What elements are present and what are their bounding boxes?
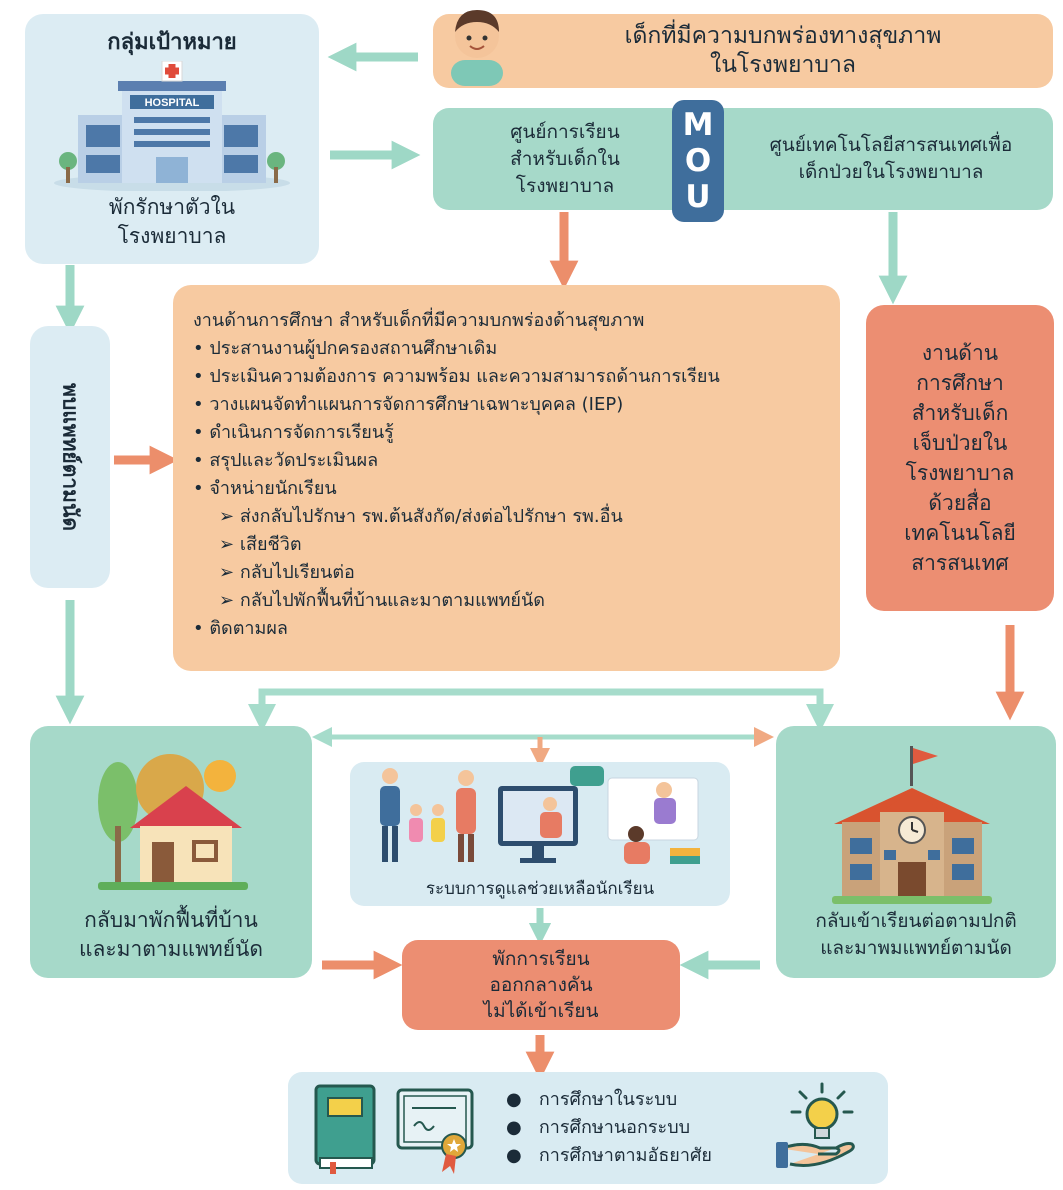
school-building-icon — [832, 746, 992, 904]
target-group-title: กลุ่มเป้าหมาย — [107, 29, 237, 55]
education-types-card: ● การศึกษาในระบบ ● การศึกษานอกระบบ ● การ… — [288, 1072, 888, 1184]
mou-badge-u: U — [685, 179, 711, 215]
home-recovery-line-2: และมาตามแพทย์นัด — [78, 937, 264, 961]
it-center-line-1: ศูนย์เทคโนโลยีสารสนเทศเพื่อ — [769, 134, 1013, 156]
house-icon — [98, 754, 248, 890]
education-item: • จำหน่ายนักเรียน — [193, 478, 337, 499]
student-support-card: ระบบการดูแลช่วยเหลือนักเรียน — [350, 762, 730, 906]
return-school-card: กลับเข้าเรียนต่อตามปกติ และมาพมแพทย์ตามน… — [776, 726, 1056, 978]
education-sub-item: ➢ กลับไปเรียนต่อ — [219, 562, 355, 583]
education-item: • สรุปและวัดประเมินผล — [193, 450, 379, 471]
education-work-list: • ประสานงานผู้ปกครองสถานศึกษาเดิม • ประเ… — [193, 335, 840, 643]
dropout-line-2: ออกกลางคัน — [489, 974, 593, 996]
online-learning-icon — [380, 766, 700, 864]
education-item: • ประเมินความต้องการ ความพร้อม และความสา… — [193, 366, 720, 387]
book-icon — [314, 1084, 376, 1174]
education-type-item: ● การศึกษาตามอัธยาศัย — [506, 1145, 712, 1166]
hospital-icon: HOSPITAL — [54, 60, 290, 191]
learning-center-line-1: ศูนย์การเรียน — [510, 120, 620, 143]
dropout-line-1: พักการเรียน — [492, 948, 590, 970]
education-sub-item: ➢ ส่งกลับไปรักษา รพ.ต้นสังกัด/ส่งต่อไปรั… — [219, 506, 623, 527]
education-item: • วางแผนจัดทำแผนการจัดการศึกษาเฉพาะบุคคล… — [193, 394, 624, 415]
mou-badge-m: M — [682, 107, 714, 143]
learning-center-line-2: สำหรับเด็กใน — [510, 147, 620, 170]
return-school-line-1: กลับเข้าเรียนต่อตามปกติ — [815, 910, 1017, 932]
mou-badge-o: O — [684, 143, 712, 179]
education-work-heading: งานด้านการศึกษา สำหรับเด็กที่มีความบกพร่… — [193, 310, 645, 331]
tech-line: สารสนเทศ — [911, 551, 1009, 575]
connector-education-split — [248, 688, 834, 732]
home-recovery-line-1: กลับมาพักฟื้นที่บ้าน — [84, 908, 258, 932]
child-avatar-icon — [451, 10, 503, 86]
appointment-side-label: พบแพทย์ตามนัด — [30, 326, 110, 588]
education-type-item: ● การศึกษาในระบบ — [506, 1089, 678, 1110]
idea-hand-icon — [776, 1082, 855, 1168]
return-school-line-2: และมาพมแพทย์ตามนัด — [820, 937, 1012, 959]
child-banner-line-2: ในโรงพยาบาล — [709, 52, 857, 78]
education-item: • ดำเนินการจัดการเรียนรู้ — [193, 422, 394, 443]
mou-card: ศูนย์การเรียน สำหรับเด็กใน โรงพยาบาล M O… — [433, 100, 1053, 222]
education-type-item: ● การศึกษานอกระบบ — [506, 1117, 691, 1138]
home-recovery-card: กลับมาพักฟื้นที่บ้าน และมาตามแพทย์นัด — [30, 726, 312, 978]
learning-center-line-3: โรงพยาบาล — [515, 174, 615, 197]
target-group-card: กลุ่มเป้าหมาย HOSPITAL พักรักษาตัวใน โรง… — [25, 14, 319, 264]
tech-line: การศึกษา — [916, 371, 1004, 395]
tech-line: งานด้าน — [921, 341, 999, 365]
tech-line: เจ็บป่วยใน — [912, 431, 1008, 455]
target-group-caption-2: โรงพยาบาล — [117, 223, 227, 248]
education-work-card: งานด้านการศึกษา สำหรับเด็กที่มีความบกพร่… — [173, 285, 840, 671]
dropout-line-3: ไม่ได้เข้าเรียน — [483, 1000, 599, 1022]
tech-line: เทคโนนโลยี — [904, 521, 1016, 545]
hospital-sign-bg — [130, 94, 214, 109]
child-banner: เด็กที่มีความบกพร่องทางสุขภาพ ในโรงพยาบา… — [433, 10, 1053, 88]
child-banner-line-1: เด็กที่มีความบกพร่องทางสุขภาพ — [624, 23, 942, 49]
student-support-caption: ระบบการดูแลช่วยเหลือนักเรียน — [425, 878, 655, 899]
education-item: • ประสานงานผู้ปกครองสถานศึกษาเดิม — [193, 338, 498, 359]
education-sub-item: ➢ กลับไปพักฟื้นที่บ้านและมาตามแพทย์นัด — [219, 590, 545, 611]
education-item: • ติดตามผล — [193, 618, 288, 639]
it-center-line-2: เด็กป่วยในโรงพยาบาล — [798, 161, 984, 183]
tech-education-card: งานด้าน การศึกษา สำหรับเด็ก เจ็บป่วยใน โ… — [866, 305, 1054, 611]
tech-line: ด้วยสื่อ — [928, 491, 992, 515]
tech-line: สำหรับเด็ก — [911, 401, 1009, 425]
target-group-caption-1: พักรักษาตัวใน — [108, 194, 236, 219]
education-sub-item: ➢ เสียชีวิต — [219, 534, 302, 555]
tech-line: โรงพยาบาล — [905, 461, 1015, 485]
certificate-icon — [396, 1088, 474, 1174]
hospital-sign-text: HOSPITAL — [145, 97, 200, 109]
mou-badge: M O U — [672, 100, 724, 222]
dropout-card: พักการเรียน ออกกลางคัน ไม่ได้เข้าเรียน — [402, 940, 680, 1030]
appointment-side-text: พบแพทย์ตามนัด — [58, 383, 83, 531]
